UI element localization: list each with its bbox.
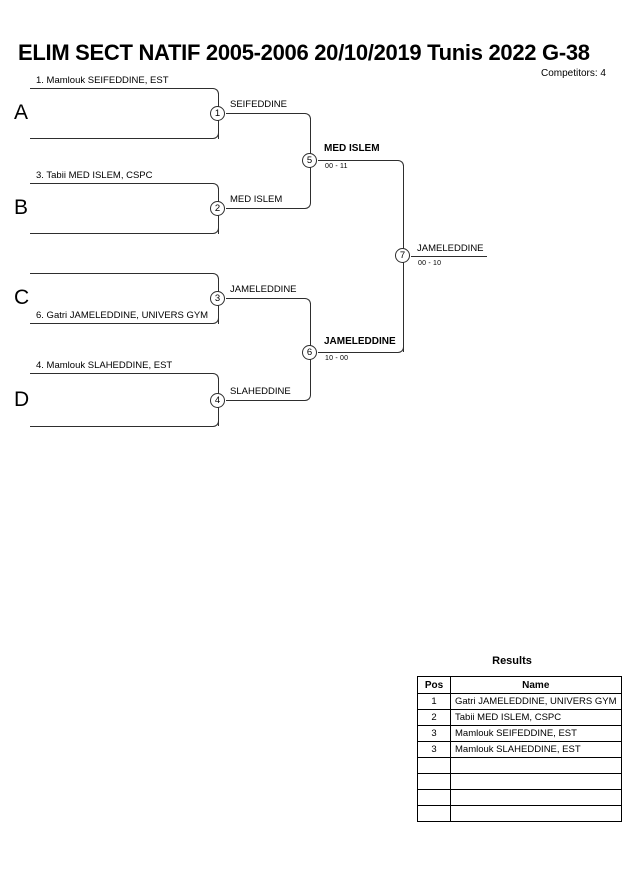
result-pos bbox=[417, 773, 451, 790]
bracket-line-d-top bbox=[30, 373, 212, 374]
bracket-line-c-top bbox=[30, 273, 212, 274]
group-letter-b: B bbox=[14, 196, 29, 219]
score-match-5: 00 - 11 bbox=[325, 163, 348, 170]
competitors-count: Competitors: 4 bbox=[540, 68, 606, 79]
result-pos: 2 bbox=[417, 709, 451, 726]
result-name bbox=[450, 789, 622, 806]
winner-label-match-5: MED ISLEM bbox=[324, 143, 380, 154]
bracket-corner-a-top bbox=[211, 88, 219, 97]
bracket-line-c-bottom bbox=[30, 323, 212, 324]
match-number-2[interactable]: 2 bbox=[210, 201, 225, 216]
match-number-3[interactable]: 3 bbox=[210, 291, 225, 306]
group-letter-d: D bbox=[14, 388, 30, 411]
group-letter-c: C bbox=[14, 286, 30, 309]
results-col-name: Name bbox=[450, 676, 622, 694]
match-number-1[interactable]: 1 bbox=[210, 106, 225, 121]
result-name: Gatri JAMELEDDINE, UNIVERS GYM bbox=[450, 693, 622, 710]
match-number-5[interactable]: 5 bbox=[302, 153, 317, 168]
entrant-b-top: 3. Tabii MED ISLEM, CSPC bbox=[36, 170, 153, 181]
table-row[interactable]: 3 Mamlouk SLAHEDDINE, EST bbox=[417, 741, 622, 758]
result-name: Tabii MED ISLEM, CSPC bbox=[450, 709, 622, 726]
table-row[interactable] bbox=[417, 789, 622, 806]
final-line-bottom bbox=[318, 352, 397, 353]
result-name bbox=[450, 773, 622, 790]
semifinal-6-line-bottom bbox=[226, 400, 304, 401]
final-winner-underline bbox=[411, 256, 487, 257]
entrant-d-top: 4. Mamlouk SLAHEDDINE, EST bbox=[36, 360, 173, 371]
result-name: Mamlouk SEIFEDDINE, EST bbox=[450, 725, 622, 742]
result-pos bbox=[417, 789, 451, 806]
final-corner-bottom bbox=[396, 344, 404, 353]
match-number-4[interactable]: 4 bbox=[210, 393, 225, 408]
result-pos bbox=[417, 805, 451, 822]
winner-label-match-1: SEIFEDDINE bbox=[230, 99, 288, 110]
result-pos: 1 bbox=[417, 693, 451, 710]
result-pos bbox=[417, 757, 451, 774]
winner-label-match-7: JAMELEDDINE bbox=[417, 243, 484, 254]
semifinal-5-line-bottom bbox=[226, 208, 304, 209]
semifinal-5-corner-top bbox=[303, 113, 311, 122]
final-line-top bbox=[318, 160, 397, 161]
result-name bbox=[450, 757, 622, 774]
winner-label-match-6: JAMELEDDINE bbox=[324, 336, 396, 347]
winner-label-match-3: JAMELEDDINE bbox=[230, 284, 297, 295]
result-pos: 3 bbox=[417, 725, 451, 742]
table-row[interactable]: 1 Gatri JAMELEDDINE, UNIVERS GYM bbox=[417, 693, 622, 710]
result-name-text: Gatri JAMELEDDINE, UNIVERS GYM bbox=[455, 696, 617, 707]
results-header-row: Pos Name bbox=[417, 676, 622, 694]
bracket-line-d-bottom bbox=[30, 426, 212, 427]
score-match-7: 00 - 10 bbox=[418, 260, 442, 267]
bracket-line-a-top bbox=[30, 88, 212, 89]
semifinal-5-line-top bbox=[226, 113, 304, 114]
bracket-line-b-top bbox=[30, 183, 212, 184]
winner-label-match-2: MED ISLEM bbox=[230, 194, 283, 205]
bracket-corner-b-bottom bbox=[211, 225, 219, 234]
score-match-6: 10 - 00 bbox=[325, 355, 349, 362]
result-name-text: Mamlouk SLAHEDDINE, EST bbox=[455, 744, 581, 755]
semifinal-6-corner-bottom bbox=[303, 392, 311, 401]
match-number-7[interactable]: 7 bbox=[395, 248, 410, 263]
table-row[interactable] bbox=[417, 805, 622, 822]
results-title: Results bbox=[492, 655, 532, 667]
semifinal-6-line-top bbox=[226, 298, 304, 299]
bracket-corner-b-top bbox=[211, 183, 219, 192]
result-pos: 3 bbox=[417, 741, 451, 758]
match-number-6[interactable]: 6 bbox=[302, 345, 317, 360]
bracket-corner-a-bottom bbox=[211, 130, 219, 139]
semifinal-6-corner-top bbox=[303, 298, 311, 307]
table-row[interactable]: 3 Mamlouk SEIFEDDINE, EST bbox=[417, 725, 622, 742]
bracket-line-a-bottom bbox=[30, 138, 212, 139]
group-letter-a: A bbox=[14, 101, 29, 124]
results-table: Pos Name 1 Gatri JAMELEDDINE, UNIVERS GY… bbox=[417, 676, 622, 822]
bracket-corner-c-bottom bbox=[211, 315, 219, 324]
table-row[interactable]: 2 Tabii MED ISLEM, CSPC bbox=[417, 709, 622, 726]
result-name bbox=[450, 805, 622, 822]
result-name: Mamlouk SLAHEDDINE, EST bbox=[450, 741, 622, 758]
bracket-corner-c-top bbox=[211, 273, 219, 282]
table-row[interactable] bbox=[417, 773, 622, 790]
winner-label-match-4: SLAHEDDINE bbox=[230, 386, 291, 397]
result-name-text: Mamlouk SEIFEDDINE, EST bbox=[455, 728, 577, 739]
bracket-line-b-bottom bbox=[30, 233, 212, 234]
semifinal-5-corner-bottom bbox=[303, 200, 311, 209]
final-corner-top bbox=[396, 160, 404, 169]
table-row[interactable] bbox=[417, 757, 622, 774]
results-col-pos: Pos bbox=[417, 676, 451, 694]
bracket-corner-d-top bbox=[211, 373, 219, 382]
bracket-corner-d-bottom bbox=[211, 418, 219, 427]
entrant-c-bottom: 6. Gatri JAMELEDDINE, UNIVERS GYM bbox=[36, 310, 209, 321]
page-title: ELIM SECT NATIF 2005-2006 20/10/2019 Tun… bbox=[18, 40, 590, 65]
entrant-a-top: 1. Mamlouk SEIFEDDINE, EST bbox=[36, 75, 169, 86]
result-name-text: Tabii MED ISLEM, CSPC bbox=[455, 712, 562, 723]
